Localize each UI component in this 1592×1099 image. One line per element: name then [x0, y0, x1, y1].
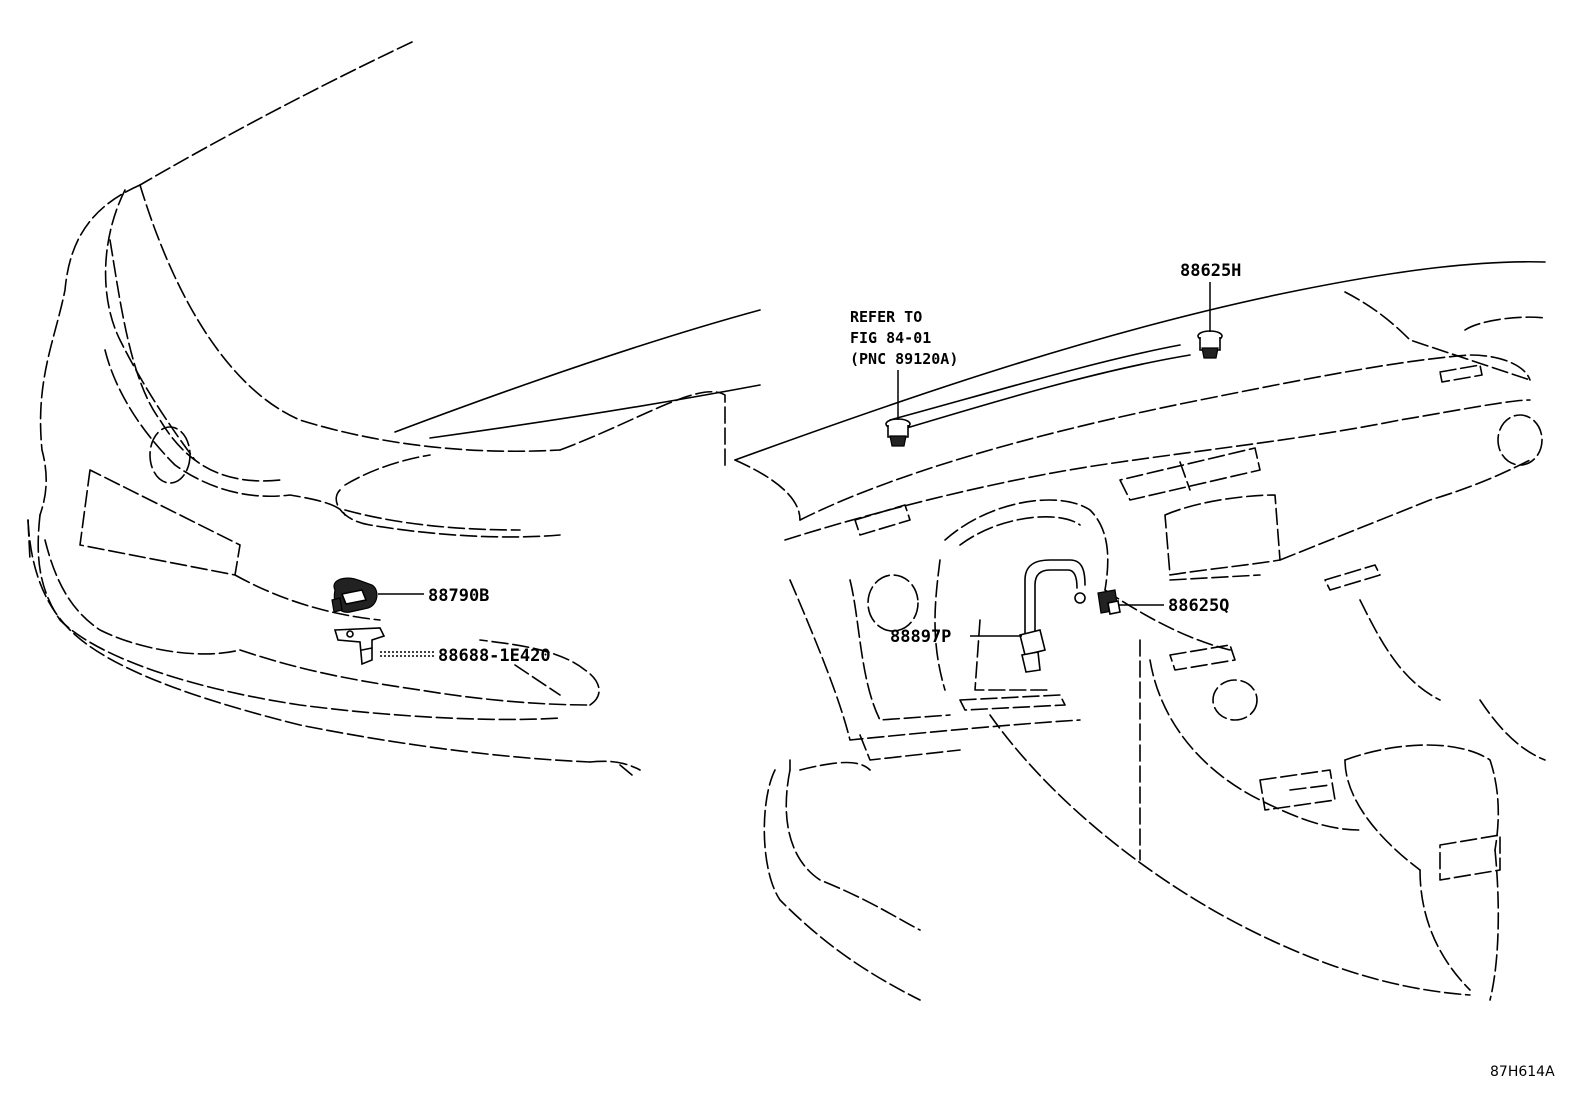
callout-88625Q: 88625Q — [1168, 596, 1229, 616]
sensor-ref-part — [885, 418, 911, 447]
figure-id: 87H614A — [1490, 1064, 1555, 1080]
reference-note-line2: FIG 84-01 — [850, 329, 931, 347]
reference-note-line1: REFER TO — [850, 308, 922, 326]
front-bumper-illustration — [27, 41, 761, 776]
callout-88897P: 88897P — [890, 627, 951, 647]
callout-88688-1E420: 88688-1E420 — [438, 646, 551, 666]
horn-bracket-part — [333, 627, 386, 666]
steering-sensor-part — [1019, 559, 1086, 673]
reference-note-line3: (PNC 89120A) — [850, 350, 958, 368]
instrument-panel-illustration — [734, 260, 1546, 1001]
dash-sensor-part — [1097, 589, 1121, 615]
horn-part — [331, 577, 378, 613]
leader-lines — [378, 282, 1211, 657]
callout-88625H: 88625H — [1180, 261, 1241, 281]
sensor-top-part — [1197, 330, 1223, 359]
callout-88790B: 88790B — [428, 586, 489, 606]
